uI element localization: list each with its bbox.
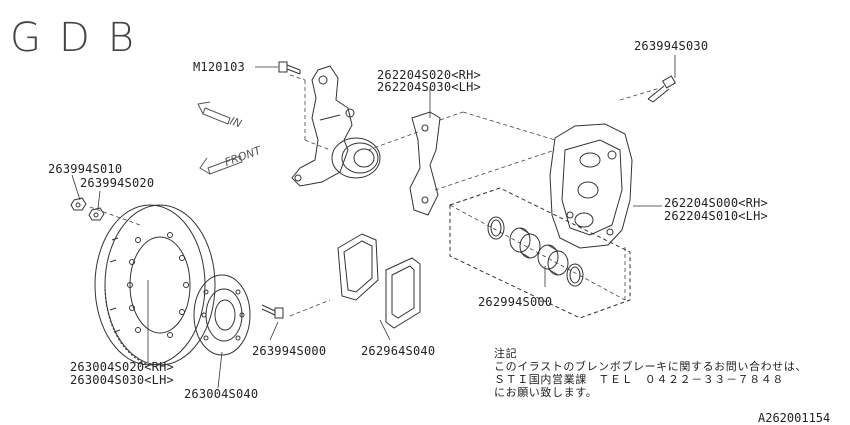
part-label-disc-rh[interactable]: 263004S020<RH> (70, 360, 174, 374)
steering-knuckle-shape (291, 65, 381, 187)
piston-kit-shape (449, 187, 631, 319)
part-label-caliper-bolt[interactable]: 263994S030 (634, 39, 709, 53)
part-label-nut-2[interactable]: 263994S020 (80, 176, 155, 190)
knuckle-bolt-shape (278, 61, 301, 75)
leader-lines (71, 55, 676, 389)
wheel-nut-shapes (70, 197, 105, 221)
part-label-bracket-lh[interactable]: 262204S030<LH> (377, 80, 481, 94)
note-heading: 注記 (494, 347, 518, 360)
model-code: GDB (10, 15, 152, 61)
note-block: 注記 このイラストのブレンボブレーキに関するお問い合わせは、 ＳＴＩ国内営業課 … (494, 347, 807, 399)
disc-hat-shape (193, 274, 251, 356)
part-label-caliper-rh[interactable]: 262204S000<RH> (664, 196, 768, 210)
caliper-bracket-shape (409, 111, 441, 216)
part-label-hat-bolt[interactable]: 263994S000 (252, 344, 327, 358)
part-label-knuckle-bolt[interactable]: M120103 (193, 60, 245, 74)
part-label-disc-lh[interactable]: 263004S030<LH> (70, 373, 174, 387)
hat-bolt-shape (261, 304, 284, 319)
note-line-1: このイラストのブレンボブレーキに関するお問い合わせは、 (494, 360, 807, 373)
part-label-disc-hat[interactable]: 263004S040 (184, 387, 259, 401)
assembly-dashed-lines (89, 74, 661, 317)
part-label-caliper-lh[interactable]: 262204S010<LH> (664, 209, 768, 223)
direction-arrows (197, 101, 243, 175)
note-line-2: ＳＴＩ国内営業課 ＴＥＬ ０４２２－３３－７８４８ (494, 373, 784, 386)
brake-disc-shape (94, 204, 216, 366)
part-label-nut-1[interactable]: 263994S010 (48, 162, 123, 176)
part-label-pad-set[interactable]: 262964S040 (361, 344, 436, 358)
diagram-reference: A262001154 (758, 411, 831, 425)
brake-caliper-shape (549, 123, 633, 249)
note-line-3: にお願い致します。 (494, 386, 598, 399)
part-label-piston-kit[interactable]: 262994S000 (478, 295, 553, 309)
brake-pad-shapes (337, 233, 421, 329)
part-label-bracket-rh[interactable]: 262204S020<RH> (377, 68, 481, 82)
caliper-bolt-shape (647, 75, 677, 103)
